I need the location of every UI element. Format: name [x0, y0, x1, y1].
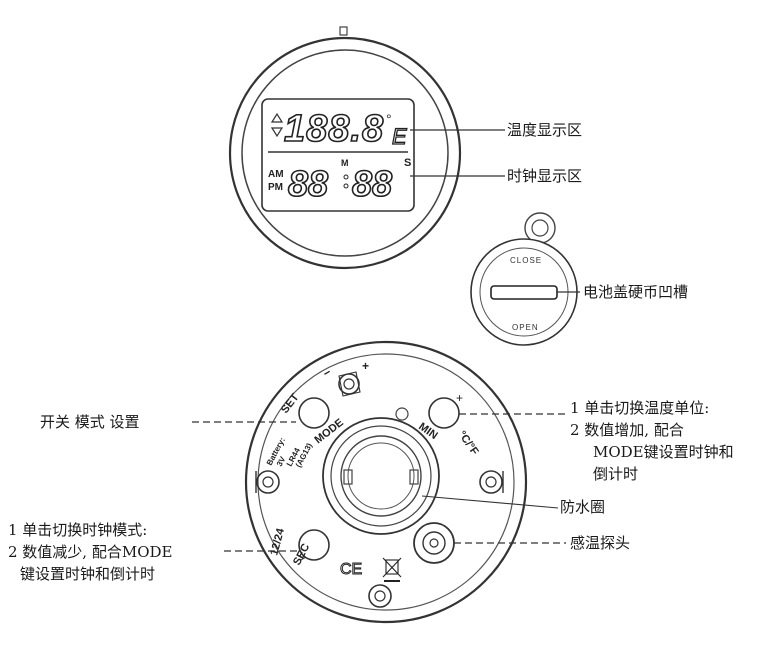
label-clock-area: 时钟显示区: [507, 167, 583, 185]
colon-bottom: [343, 183, 349, 189]
am-indicator: AM: [268, 169, 284, 180]
colon-top: [343, 174, 349, 180]
up-arrow-icon: [270, 112, 284, 123]
battery-line-2: 3V: [275, 454, 288, 467]
down-arrow-icon: [270, 127, 284, 138]
cf-label: °C/°F: [456, 429, 481, 458]
label-sensor-probe: 感温探头: [570, 534, 631, 552]
label-cf-line-3: MODE键设置时钟和: [593, 443, 734, 461]
cover-tab-hole: [531, 219, 549, 237]
minute-mark: M: [341, 158, 349, 168]
sec-1224-button[interactable]: [298, 529, 330, 561]
screw-left-core: [262, 476, 274, 488]
weee-bin-icon: [382, 557, 402, 582]
label-waterproof-ring: 防水圈: [560, 498, 606, 516]
label-1224-line-2: 2 数值减少, 配合MODE: [8, 543, 173, 561]
front-outer-ring: [228, 36, 462, 270]
h1224-label: 12/24: [268, 526, 287, 557]
waterproof-ring-outer: [322, 417, 440, 535]
sensor-probe-inner: [422, 531, 446, 555]
battery-recess: [340, 435, 422, 517]
clock-minutes: 88: [352, 163, 392, 204]
battery-contact-body: [338, 371, 361, 397]
screw-bottom-core: [374, 590, 386, 602]
clock-hours: 88: [288, 163, 328, 204]
plus-mark: +: [362, 359, 369, 373]
label-1224-line-3: 键设置时钟和倒计时: [20, 565, 156, 583]
lcd-window: [261, 98, 415, 212]
screw-bottom: [368, 584, 392, 608]
sensor-probe-core: [429, 538, 439, 548]
battery-recess-inner: [347, 442, 415, 510]
top-notch: [339, 26, 348, 36]
plus-mark-right: +: [456, 391, 463, 405]
temp-unit-letter: E: [392, 124, 407, 149]
battery-contact-core: [343, 378, 355, 390]
pm-indicator: PM: [268, 182, 283, 193]
back-inner-ring: [257, 353, 515, 611]
min-label: MIN: [416, 421, 439, 442]
back-outer-ring: [244, 340, 528, 624]
front-inner-ring: [241, 49, 449, 257]
second-mark: S: [404, 157, 411, 169]
screw-right: [479, 470, 503, 494]
min-cf-button[interactable]: [428, 397, 460, 429]
screw-left: [256, 470, 280, 494]
recess-notch-right: [409, 469, 419, 485]
set-mode-button[interactable]: [298, 397, 330, 429]
label-1224-line-1: 1 单击切换时钟模式:: [8, 521, 148, 539]
indicator-hole: [395, 407, 409, 421]
ce-mark: CE: [340, 561, 362, 578]
temp-degree-mark: °: [386, 111, 392, 127]
label-cf-line-1: 1 单击切换温度单位:: [570, 399, 710, 417]
recess-notch-left: [343, 469, 353, 485]
minus-mark: −: [321, 365, 334, 381]
leader-waterproof: [421, 495, 559, 509]
cover-open-text: OPEN: [512, 323, 539, 332]
waterproof-ring: [330, 425, 432, 527]
label-cf-line-2: 2 数值增加, 配合: [570, 421, 684, 439]
label-cf-line-4: 倒计时: [593, 465, 639, 483]
screw-right-core: [485, 476, 497, 488]
label-switch-mode-set: 开关 模式 设置: [40, 413, 140, 431]
cover-close-text: CLOSE: [510, 256, 542, 265]
label-coin-slot: 电池盖硬币凹槽: [583, 283, 689, 301]
sensor-probe: [413, 522, 455, 564]
label-temp-area: 温度显示区: [507, 121, 583, 139]
mode-label: MODE: [312, 417, 345, 447]
temp-digits: 188.8: [284, 108, 384, 150]
screw-brackets: [255, 471, 504, 493]
